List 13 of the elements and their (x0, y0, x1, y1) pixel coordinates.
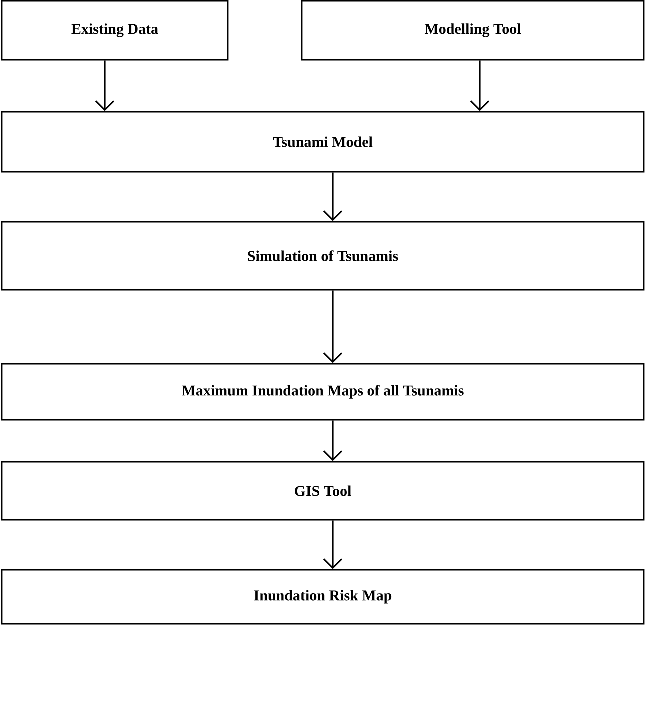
arrow (323, 520, 343, 570)
arrow (323, 172, 343, 222)
process-box: Tsunami Model (1, 111, 645, 173)
arrow (323, 290, 343, 364)
process-box: GIS Tool (1, 461, 645, 521)
process-box: Modelling Tool (301, 0, 645, 61)
arrow (95, 60, 115, 112)
process-box: Inundation Risk Map (1, 569, 645, 625)
arrow (323, 420, 343, 462)
process-box: Simulation of Tsunamis (1, 221, 645, 291)
arrow (470, 60, 490, 112)
process-box: Maximum Inundation Maps of all Tsunamis (1, 363, 645, 421)
process-box: Existing Data (1, 0, 229, 61)
